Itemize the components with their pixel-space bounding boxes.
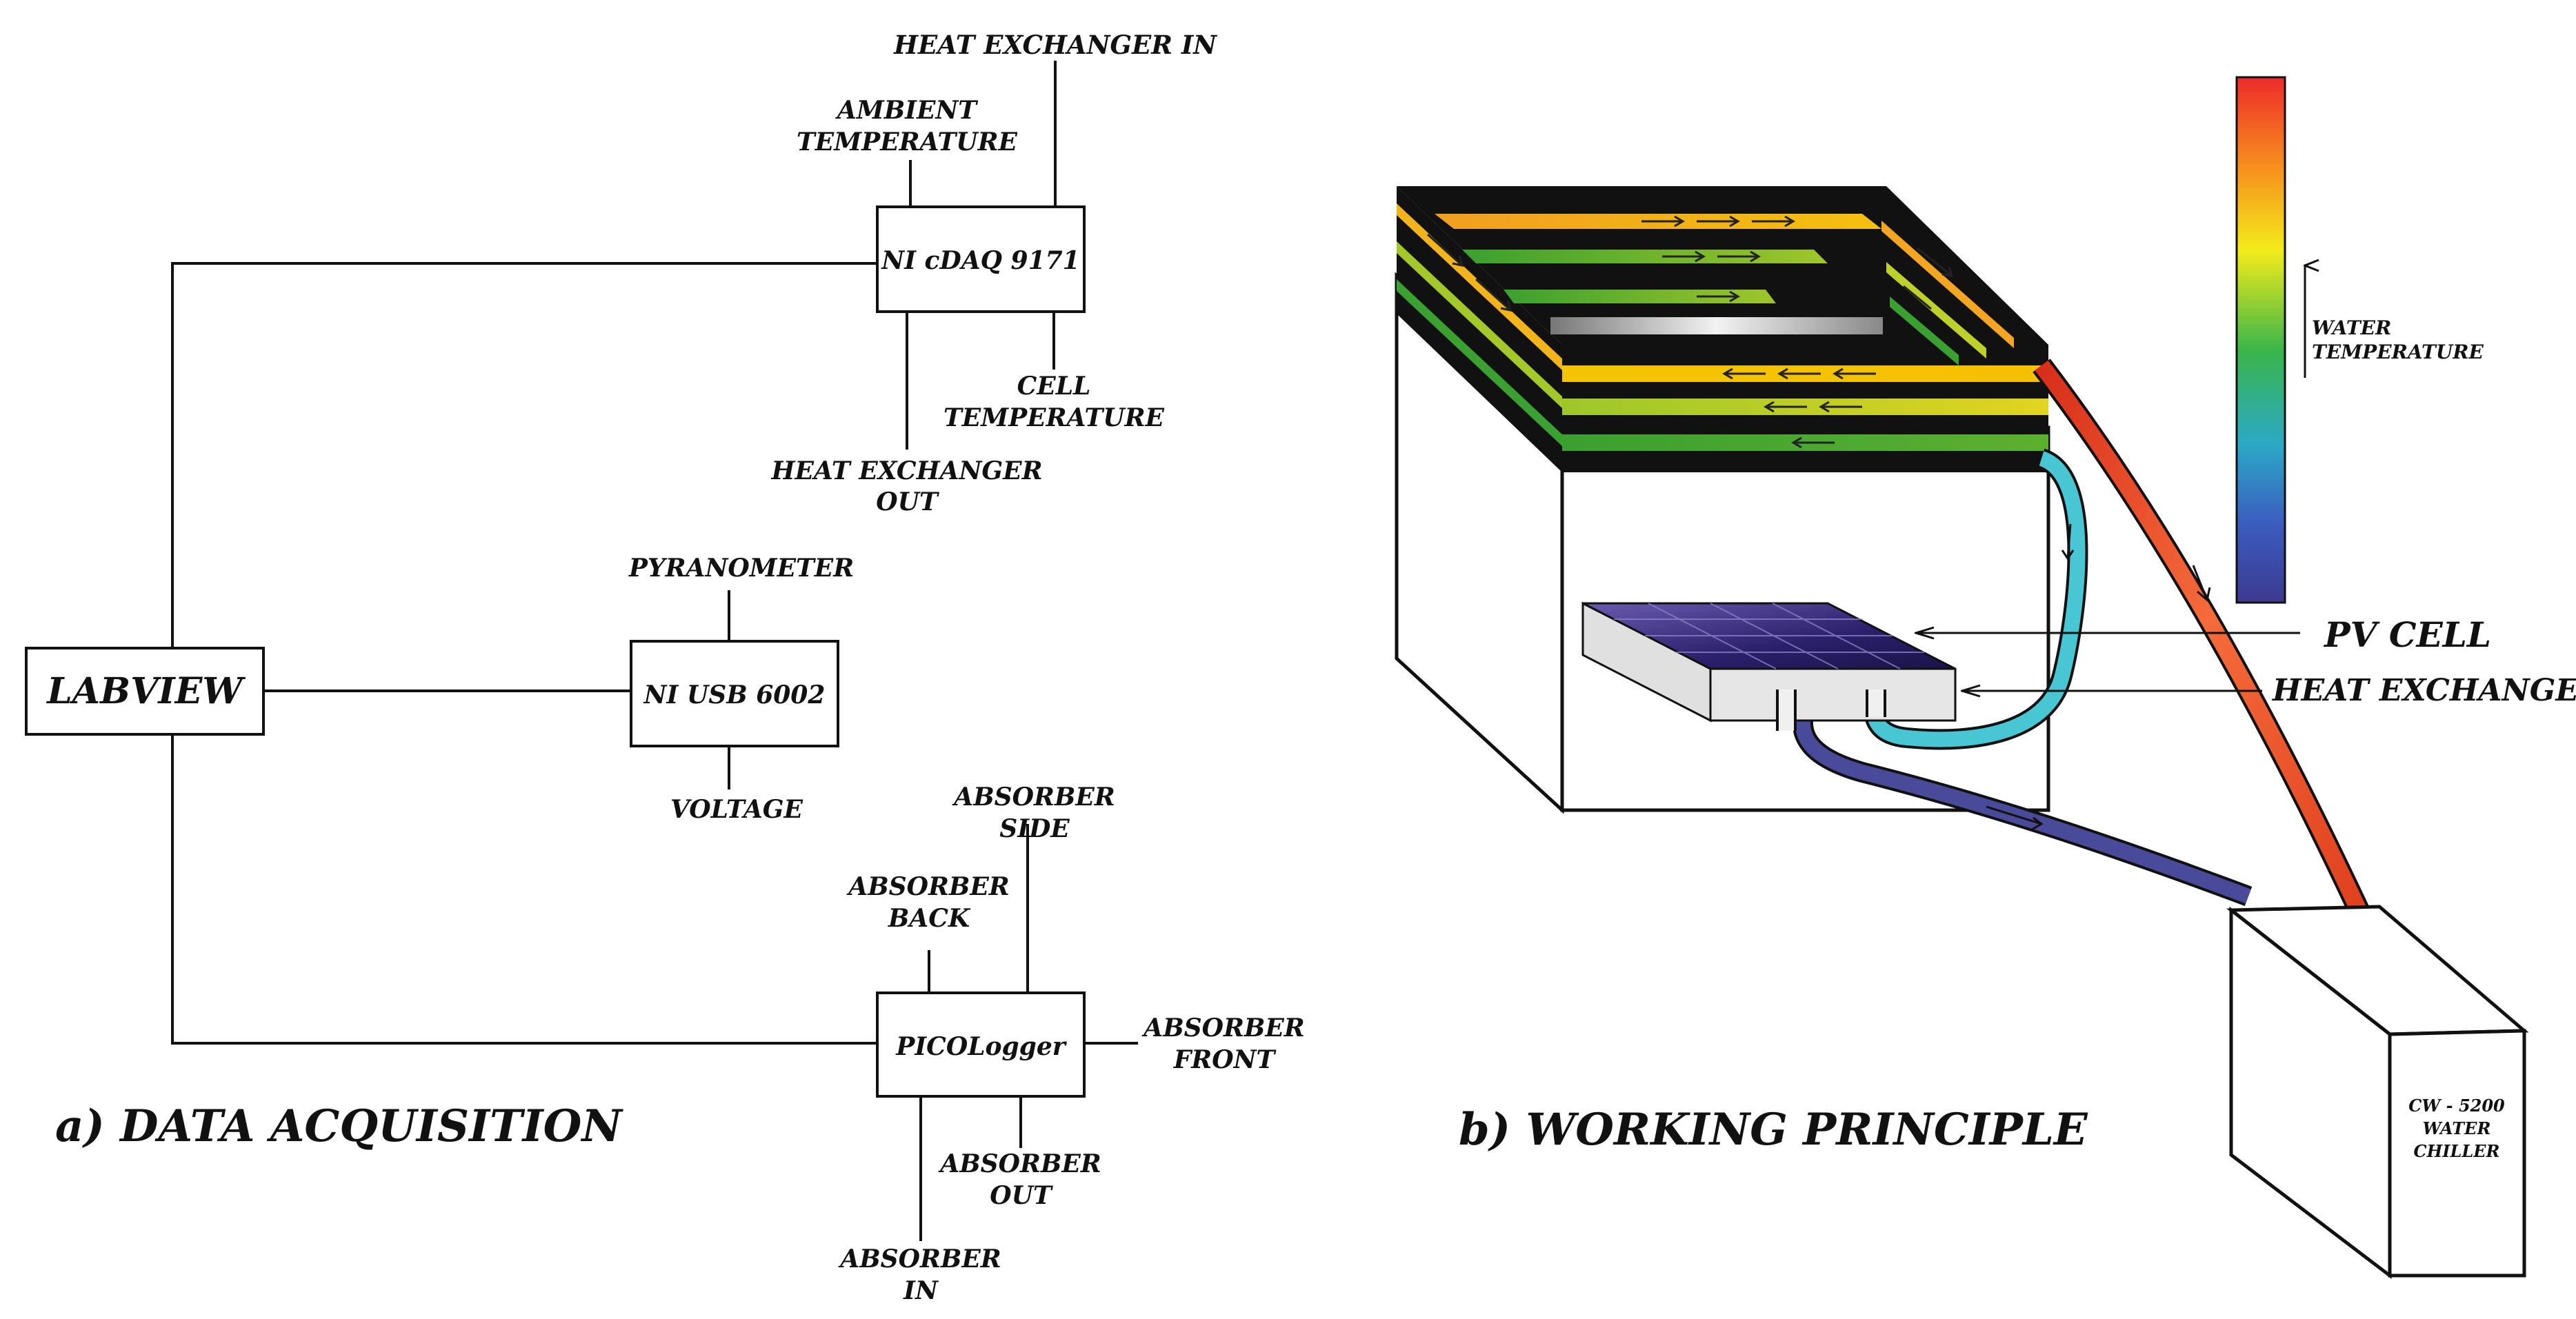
sensor-ambient-2: TEMPERATURE — [797, 128, 1018, 157]
heating-top-assembly — [1397, 186, 2048, 472]
usb-label: NI USB 6002 — [643, 681, 826, 709]
connection-lines — [171, 61, 1138, 1241]
sensor-pyranometer: PYRANOMETER — [628, 554, 854, 583]
cdaq-label: NI cDAQ 9171 — [881, 246, 1079, 275]
sensor-cell-2: TEMPERATURE — [943, 403, 1165, 432]
heat-exchanger-label: HEAT EXCHANGER — [2271, 673, 2576, 708]
flow-arrows-top — [1426, 215, 1954, 449]
chiller-label-2: WATER — [2423, 1118, 2491, 1138]
sensor-absorber-out-2: OUT — [990, 1181, 1053, 1210]
sensor-hx-out-1: HEAT EXCHANGER — [770, 456, 1042, 485]
sensor-hx-out-2: OUT — [876, 487, 939, 516]
sensor-absorber-front-2: FRONT — [1173, 1045, 1277, 1074]
pv-heat-exchanger-unit — [1581, 601, 1957, 731]
sensor-ambient-1: AMBIENT — [835, 96, 978, 125]
sensor-voltage: VOLTAGE — [670, 795, 803, 824]
water-chiller — [2226, 905, 2529, 1280]
sensor-absorber-in-1: ABSORBER — [838, 1245, 1001, 1273]
sensor-cell-1: CELL — [1017, 372, 1091, 401]
sensor-labels: HEAT EXCHANGER IN AMBIENT TEMPERATURE CE… — [628, 30, 1305, 1305]
water-temperature-scale — [2235, 76, 2286, 604]
sensor-heat-exchanger-in: HEAT EXCHANGER IN — [893, 30, 1217, 60]
water-temperature-label-2: TEMPERATURE — [2312, 341, 2484, 363]
water-temperature-label-1: WATER — [2312, 316, 2391, 339]
pico-box — [876, 991, 1086, 1098]
sensor-absorber-front-1: ABSORBER — [1141, 1014, 1304, 1043]
chiller-label-3: CHILLER — [2414, 1141, 2500, 1161]
chiller-label-1: CW - 5200 — [2408, 1096, 2505, 1116]
panel-b-caption: b) WORKING PRINCIPLE — [1459, 1104, 2088, 1156]
panel-a-data-acquisition: LABVIEW NI cDAQ 9171 NI USB 6002 PICOLog… — [25, 30, 1305, 1305]
sensor-absorber-back-1: ABSORBER — [846, 872, 1009, 901]
sensor-absorber-side-1: ABSORBER — [952, 783, 1115, 812]
sensor-absorber-side-2: SIDE — [999, 814, 1070, 843]
sensor-absorber-in-2: IN — [903, 1276, 939, 1305]
panel-b-working-principle: PV CELL HEAT EXCHANGER CW - 5200 WATER C… — [1395, 76, 2576, 1280]
pico-label: PICOLogger — [895, 1032, 1067, 1061]
pv-cell-label: PV CELL — [2323, 614, 2491, 655]
sensor-absorber-out-1: ABSORBER — [938, 1149, 1101, 1178]
usb-box — [630, 640, 839, 747]
cdaq-box — [876, 205, 1086, 313]
sensor-absorber-back-2: BACK — [888, 904, 971, 933]
labview-box — [25, 647, 265, 736]
labview-label: LABVIEW — [46, 670, 246, 712]
panel-a-caption: a) DATA ACQUISITION — [55, 1100, 623, 1152]
